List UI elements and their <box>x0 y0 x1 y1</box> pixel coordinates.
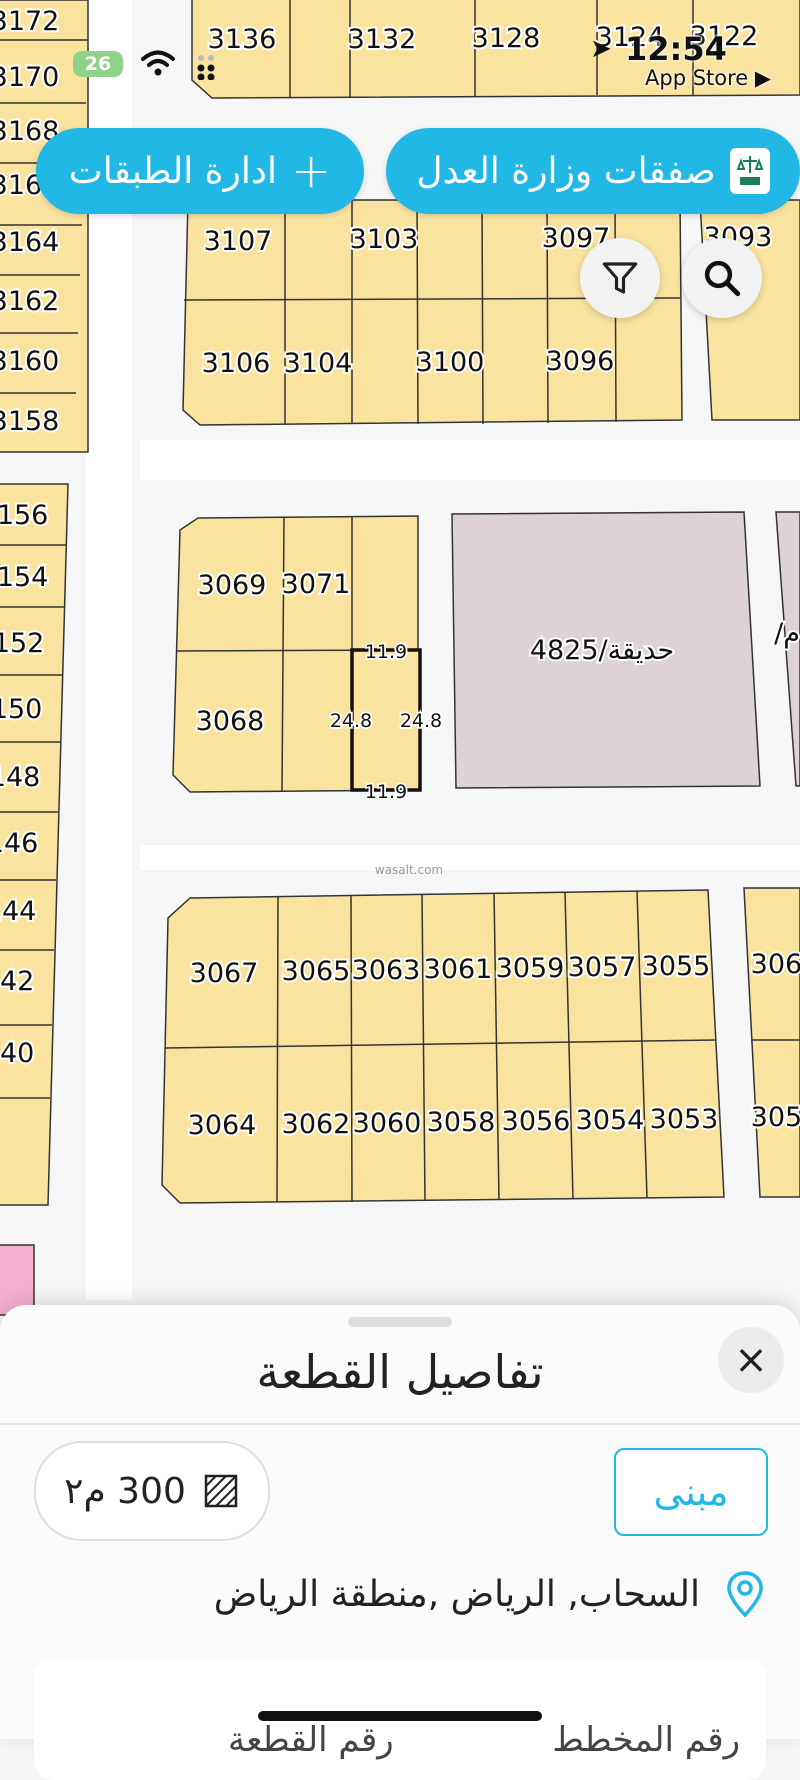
status-bar: 26 ➤ 12:54 App Store ▶ <box>0 0 800 100</box>
location-pin-icon <box>727 1571 763 1618</box>
battery-indicator: 26 <box>73 51 123 77</box>
plot-number-label: 3140 <box>0 1038 34 1069</box>
selected-plot[interactable] <box>350 648 422 792</box>
plot-number-label: 3122 <box>690 21 759 52</box>
search-button[interactable] <box>682 238 762 318</box>
plot-number-label: 3053 <box>650 1104 719 1135</box>
map-canvas[interactable]: 3172317031683166316431623160315831563154… <box>0 0 800 1739</box>
plot-number-label: رقم القطعة <box>228 1720 394 1760</box>
plot-number-label: 3063 <box>352 955 421 986</box>
plot-number-label: 3156 <box>0 500 48 531</box>
plot-number-label: 3071 <box>282 569 351 600</box>
close-icon: × <box>734 1337 768 1383</box>
park-label: حديقة/4825 <box>530 635 674 666</box>
dim-right-label: 24.8 <box>400 710 442 732</box>
plot-number-label: 3064 <box>188 1110 257 1141</box>
dim-bottom-label: 11.9 <box>365 781 407 803</box>
close-button[interactable]: × <box>718 1327 784 1393</box>
plot-number-label: 3068 <box>196 706 265 737</box>
park-4825[interactable] <box>451 511 761 789</box>
home-indicator <box>258 1711 542 1721</box>
divider <box>0 1423 800 1425</box>
area-value: 300 م٢ <box>64 1470 186 1512</box>
plot-number-label: 3069 <box>198 570 267 601</box>
plot-number-label: 3057 <box>568 952 637 983</box>
moj-emblem-icon <box>729 148 770 194</box>
road-horizontal <box>140 845 800 870</box>
plot-block-left[interactable] <box>0 0 89 1206</box>
plot-number-label: 3132 <box>348 24 417 55</box>
sheet-grabber[interactable] <box>348 1317 452 1327</box>
signal-dots-icon <box>197 55 215 80</box>
plot-number-label: 3106 <box>202 348 271 379</box>
plot-number-label: 3107 <box>204 226 273 257</box>
plot-number-label: 3158 <box>0 406 59 437</box>
plot-block-top[interactable] <box>191 0 800 99</box>
moj-deals-label: صفقات وزارة العدل <box>416 150 716 192</box>
plot-number-label: 3162 <box>0 286 59 317</box>
plot-number-label: 3136 <box>208 24 277 55</box>
plot-number-label: 3150 <box>0 694 42 725</box>
status-time: 12:54 <box>625 30 727 68</box>
manage-layers-button[interactable]: ادارة الطبقات + <box>36 128 364 214</box>
area-pill: 300 م٢ <box>34 1441 270 1541</box>
plot-number-label: 3066 <box>751 949 800 980</box>
plot-number-label: 3062 <box>282 1109 351 1140</box>
plus-icon: + <box>290 143 332 199</box>
road-vertical <box>86 0 132 1300</box>
plot-number-label: 3124 <box>596 22 665 53</box>
plot-number-label: 3128 <box>472 23 541 54</box>
sheet-title: تفاصيل القطعة <box>256 1345 544 1399</box>
plot-number-label: 3067 <box>190 958 259 989</box>
plot-number-label: 3096 <box>546 346 615 377</box>
plot-labels: 3172317031683166316431623160315831563154… <box>0 4 800 1143</box>
plot-number-label: 3160 <box>0 346 59 377</box>
plot-number-label: 3055 <box>642 951 711 982</box>
plot-number-label: 3052 <box>751 1102 800 1133</box>
plot-number-label: 3060 <box>353 1108 422 1139</box>
back-to-app-link[interactable]: App Store ▶ <box>645 66 772 90</box>
wifi-icon <box>141 50 175 76</box>
location-arrow-icon: ➤ <box>590 34 612 64</box>
plot-number-label: 3172 <box>0 6 59 37</box>
plan-number-label: رقم المخطط <box>552 1720 740 1760</box>
manage-layers-label: ادارة الطبقات <box>68 150 277 192</box>
area-icon <box>204 1474 238 1508</box>
plot-number-label: 3148 <box>0 762 40 793</box>
plot-number-label: 3104 <box>284 348 353 379</box>
plot-number-label: 3170 <box>0 62 59 93</box>
plot-number-label: 3100 <box>416 347 485 378</box>
moj-deals-button[interactable]: صفقات وزارة العدل <box>386 128 800 214</box>
plot-number-label: 3168 <box>0 116 59 147</box>
plot-number-label: 3144 <box>0 896 36 927</box>
location-row: السحاب, الرياض ,منطقة الرياض <box>214 1567 772 1621</box>
pink-zone <box>0 1244 35 1316</box>
plot-number-label: 3059 <box>496 953 565 984</box>
search-icon <box>704 260 741 297</box>
park-edge-label: /م <box>774 618 800 649</box>
plot-number-label: 3056 <box>502 1106 571 1137</box>
dim-top-label: 11.9 <box>365 641 407 663</box>
road-horizontal <box>140 440 800 480</box>
plot-number-label: 3065 <box>282 956 351 987</box>
plot-number-label: 3058 <box>427 1107 496 1138</box>
plot-number-label: 3154 <box>0 562 48 593</box>
plot-number-label: 3142 <box>0 966 34 997</box>
plot-number-label: 3103 <box>350 224 419 255</box>
dim-left-label: 24.8 <box>330 710 372 732</box>
plot-details-sheet: تفاصيل القطعة × مبنى 300 م٢ السحاب, الري… <box>0 1305 800 1780</box>
location-text: السحاب, الرياض ,منطقة الرياض <box>213 1573 700 1615</box>
park-edge <box>775 511 800 787</box>
watermark: wasalt.com <box>375 863 443 877</box>
plot-block-fourth[interactable] <box>161 887 800 1204</box>
plot-number-label: 3164 <box>0 227 59 258</box>
plot-type-badge: مبنى <box>614 1448 768 1536</box>
plot-number-label: 3061 <box>424 954 493 985</box>
filter-button[interactable] <box>580 238 660 318</box>
plot-number-label: 3152 <box>0 628 44 659</box>
plot-number-label: 3146 <box>0 828 38 859</box>
plot-number-label: 3054 <box>576 1105 645 1136</box>
filter-icon <box>602 262 638 294</box>
